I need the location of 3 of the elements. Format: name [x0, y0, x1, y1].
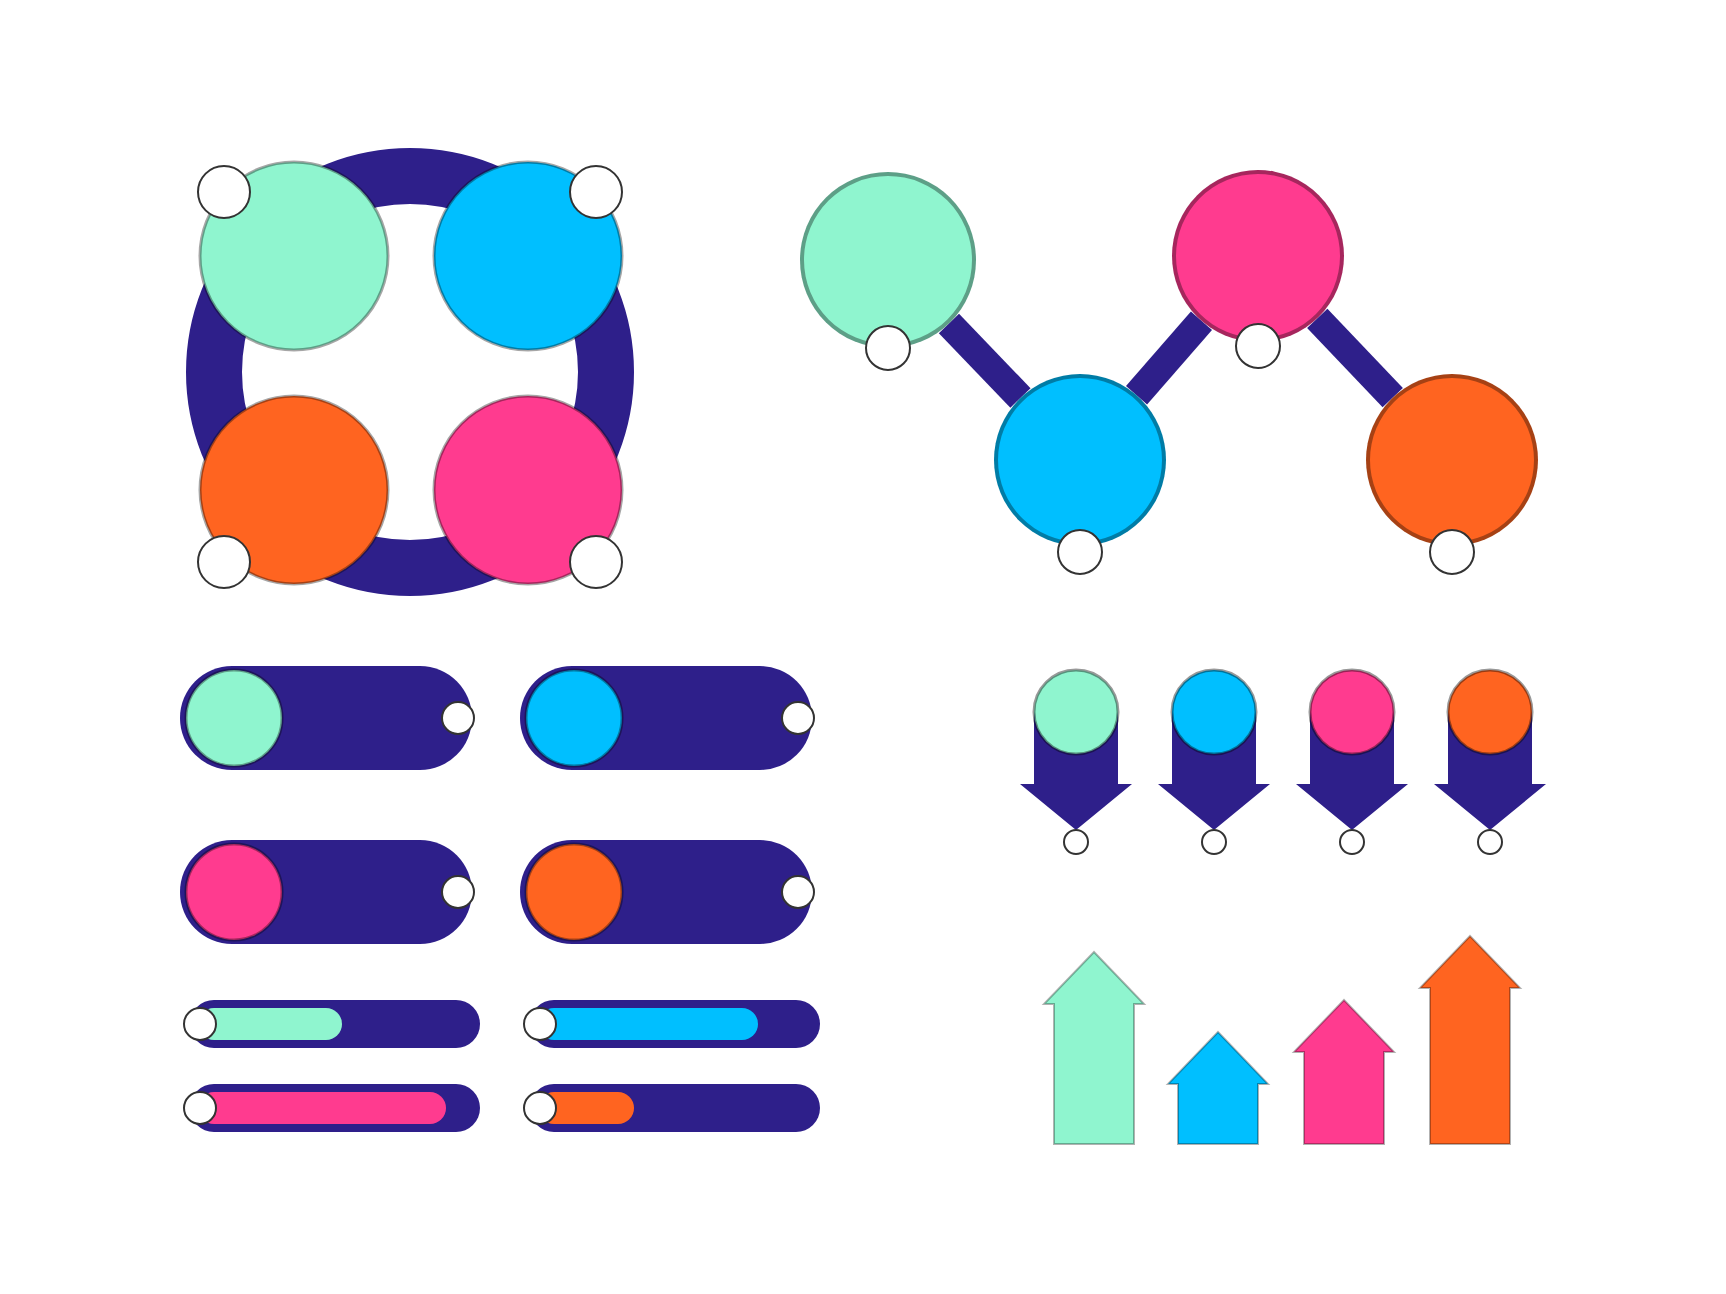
connector-line — [938, 313, 1031, 408]
connector-line — [1126, 311, 1212, 405]
connector-line — [1307, 308, 1403, 408]
